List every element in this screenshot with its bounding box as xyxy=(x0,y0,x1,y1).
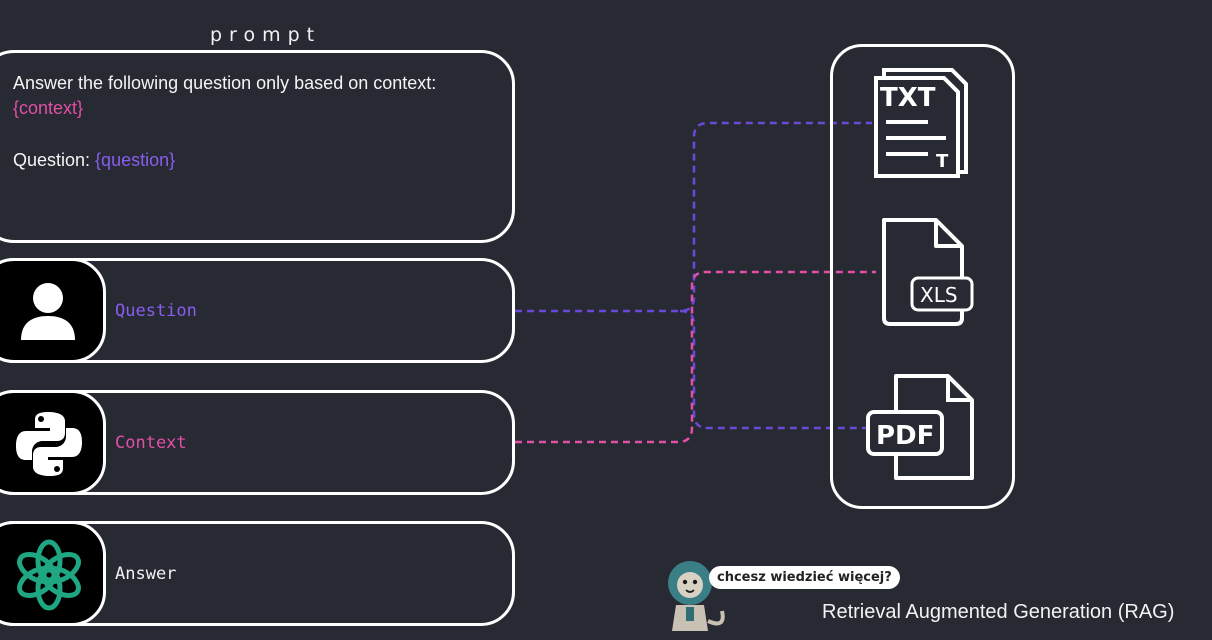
prompt-template-text: Answer the following question only based… xyxy=(13,71,436,173)
question-row: Question xyxy=(0,258,515,363)
documents-panel xyxy=(830,44,1015,509)
user-icon xyxy=(21,283,75,340)
context-placeholder: {context} xyxy=(13,98,84,118)
speech-bubble: chcesz wiedzieć więcej? xyxy=(709,566,900,589)
txt-label: TXT xyxy=(880,83,936,113)
question-to-txt-connector xyxy=(515,121,872,313)
question-placeholder: {question} xyxy=(95,150,176,170)
context-label: Context xyxy=(115,433,187,453)
answer-label: Answer xyxy=(115,564,177,584)
question-label: Question xyxy=(115,301,197,321)
context-row: Context xyxy=(0,390,515,495)
pdf-label: PDF xyxy=(876,421,934,451)
openai-icon xyxy=(17,539,81,611)
question-prefix: Question: xyxy=(13,150,96,170)
txt-file-icon: T TXT xyxy=(874,68,968,178)
xls-file-icon: XLS xyxy=(882,218,974,326)
context-icon-cell xyxy=(0,390,106,495)
prompt-title: prompt xyxy=(210,24,322,46)
prompt-instruction: Answer the following question only based… xyxy=(13,73,437,93)
python-icon xyxy=(16,412,82,476)
context-to-xls-connector xyxy=(515,270,876,444)
prompt-template-box: Answer the following question only based… xyxy=(0,50,515,243)
txt-corner-letter: T xyxy=(936,151,949,172)
answer-row: Answer xyxy=(0,521,515,626)
answer-icon-cell xyxy=(0,521,106,626)
question-icon-cell xyxy=(0,258,106,363)
question-to-pdf-connector xyxy=(679,309,868,430)
question-line: Question: {question} xyxy=(13,148,436,173)
lion-mascot-icon xyxy=(668,561,725,631)
pdf-file-icon: PDF xyxy=(866,374,974,480)
xls-label: XLS xyxy=(920,283,958,307)
diagram-caption: Retrieval Augmented Generation (RAG) xyxy=(822,601,1175,623)
